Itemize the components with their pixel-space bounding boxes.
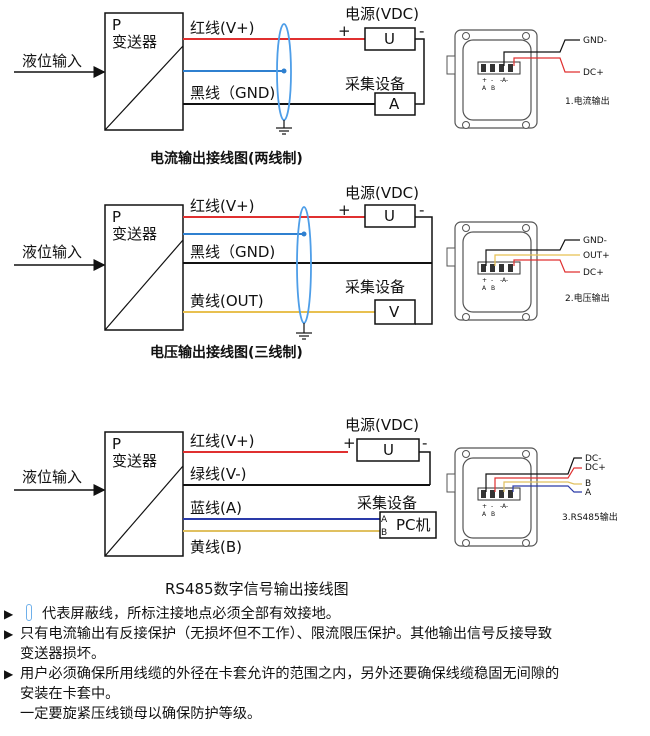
svg-text:黄线(B): 黄线(B) (190, 538, 242, 556)
svg-text:P: P (112, 208, 121, 226)
svg-text:DC+: DC+ (583, 268, 604, 278)
svg-text:-: - (419, 201, 424, 219)
shield-line-icon (26, 604, 32, 621)
terminal-block-2: + - -A- A B GND- OUT+ DC+ 2.电压输出 (446, 221, 610, 321)
svg-text:黑线（GND): 黑线（GND) (190, 243, 275, 261)
power-label: 电源(VDC) (345, 5, 419, 23)
svg-text:+: + (482, 277, 487, 284)
level-input-label-2: 液位输入 (22, 243, 82, 261)
svg-text:B: B (585, 479, 591, 489)
note-2-continued: 变送器损坏。 (20, 646, 106, 662)
black-wire-label: 黑线（GND) (190, 84, 275, 102)
svg-text:采集设备: 采集设备 (357, 494, 417, 512)
term-caption-2: 2.电压输出 (565, 292, 610, 304)
svg-text:-A-: -A- (500, 503, 508, 510)
current-output-diagram: 液位输入 P 变送器 红线(V+) 黑线（GND) 电源(VDC) U + - … (14, 5, 610, 167)
svg-text:GND-: GND- (583, 236, 607, 246)
note-2: ▶ 只有电流输出有反接保护（无损坏但不工作）、限流限压保护。其他输出信号反接导致 (4, 626, 553, 642)
transmitter-box-2 (104, 204, 184, 331)
svg-text:OUT+: OUT+ (583, 251, 610, 261)
transmitter-box (104, 12, 184, 131)
svg-text:A: A (482, 511, 487, 518)
ammeter-box (374, 92, 416, 116)
caption-voltage: 电压输出接线图(三线制) (150, 344, 303, 361)
svg-text:+: + (338, 201, 351, 219)
caption-rs485: RS485数字信号输出接线图 (165, 580, 349, 598)
svg-text:-: - (422, 434, 427, 452)
svg-text:绿线(V-): 绿线(V-) (190, 465, 247, 483)
transmitter-diagonal (104, 45, 184, 131)
note-4: 一定要旋紧压线锁母以确保防护等级。 (20, 706, 262, 722)
svg-text:U: U (384, 207, 395, 225)
svg-text:V: V (389, 303, 400, 321)
svg-text:+: + (482, 503, 487, 510)
notes-section: ▶ 代表屏蔽线，所标注接地点必须全部有效接地。 ▶ 只有电流输出有反接保护（无损… (4, 604, 648, 724)
bullet-icon: ▶ (4, 627, 14, 641)
transmitter-box-3 (104, 431, 184, 557)
svg-text:采集设备: 采集设备 (345, 278, 405, 296)
svg-text:+: + (482, 77, 487, 84)
svg-text:B: B (491, 85, 495, 92)
svg-text:A: A (482, 285, 487, 292)
transmitter-p: P (112, 16, 121, 34)
shield-ring-2 (296, 206, 312, 324)
transmitter-label: 变送器 (112, 33, 157, 51)
power-plus: + (338, 22, 351, 40)
svg-text:-: - (491, 503, 493, 510)
voltmeter-box (374, 299, 416, 325)
svg-text:DC+: DC+ (585, 463, 606, 473)
svg-text:P: P (112, 435, 121, 453)
svg-text:电源(VDC): 电源(VDC) (345, 184, 419, 202)
svg-text:蓝线(A): 蓝线(A) (190, 499, 242, 517)
red-wire-label: 红线(V+) (190, 19, 255, 37)
svg-text:-: - (491, 277, 493, 284)
svg-text:B: B (491, 285, 495, 292)
shield-node (281, 68, 287, 74)
bullet-icon: ▶ (4, 667, 14, 681)
svg-text:A: A (585, 488, 592, 498)
svg-text:红线(V+): 红线(V+) (190, 197, 255, 215)
svg-text:液位输入: 液位输入 (22, 468, 82, 486)
power-return (415, 38, 425, 105)
pc-box (379, 511, 437, 539)
caption-current: 电流输出接线图(两线制) (150, 150, 303, 167)
ammeter-label: A (389, 95, 400, 113)
svg-text:电源(VDC): 电源(VDC) (345, 416, 419, 434)
terminal-block-1: + - -A- A B GND- DC+ 1.电流输出 (446, 29, 610, 129)
collector-label: 采集设备 (345, 75, 405, 93)
svg-text:DC-: DC- (585, 454, 601, 464)
term-dc-label: DC+ (583, 68, 604, 78)
bullet-icon: ▶ (4, 607, 14, 621)
svg-text:-A-: -A- (500, 277, 508, 284)
svg-text:A: A (381, 515, 388, 525)
power-u: U (384, 30, 395, 48)
svg-text:红线(V+): 红线(V+) (190, 432, 255, 450)
power-minus: - (419, 22, 424, 40)
svg-text:PC机: PC机 (396, 516, 431, 534)
voltage-output-diagram: 液位输入 P 变送器 红线(V+) 黑线（GND) 黄线(OUT) 电源(VDC… (14, 184, 610, 361)
svg-text:+: + (343, 434, 356, 452)
term-gnd-label: GND- (583, 36, 607, 46)
svg-text:变送器: 变送器 (112, 452, 157, 470)
level-input-label: 液位输入 (22, 52, 82, 70)
note-1: ▶ 代表屏蔽线，所标注接地点必须全部有效接地。 (4, 604, 340, 622)
term-caption-1: 1.电流输出 (565, 95, 610, 107)
terminal-block-3: + - -A- A B DC- DC+ B A 3.RS485输出 (446, 447, 618, 547)
svg-text:黄线(OUT): 黄线(OUT) (190, 292, 264, 310)
svg-text:B: B (491, 511, 495, 518)
svg-text:变送器: 变送器 (112, 225, 157, 243)
svg-text:-: - (491, 77, 493, 84)
svg-text:A: A (482, 85, 487, 92)
svg-text:-A-: -A- (500, 77, 508, 84)
note-3: ▶ 用户必须确保所用线缆的外径在卡套允许的范围之内，另外还要确保线缆稳固无间隙的 (4, 666, 560, 682)
svg-text:U: U (383, 441, 394, 459)
note-3-continued: 安装在卡套中。 (20, 686, 120, 702)
svg-text:B: B (381, 528, 387, 538)
rs485-output-diagram: 液位输入 P 变送器 红线(V+) 绿线(V-) 蓝线(A) 黄线(B) 电源(… (14, 416, 618, 598)
term-caption-3: 3.RS485输出 (562, 511, 618, 523)
